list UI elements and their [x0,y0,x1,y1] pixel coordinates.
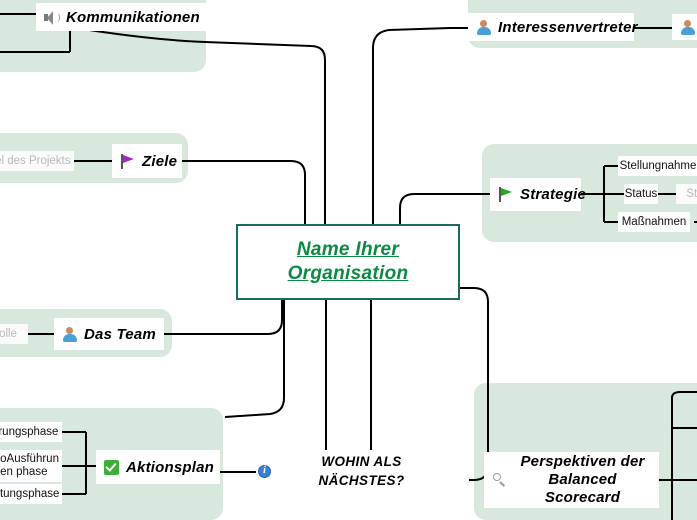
subnode-massnahmen[interactable]: Maßnahmen [618,212,690,232]
node-das-team-label: Das Team [84,325,156,343]
node-kommunikationen-label: Kommunikationen [66,8,200,26]
subnode-das-team-rolle[interactable]: olle [0,324,28,344]
root-label-line1: Name Ihrer [296,239,400,260]
node-interessenvertreter-child-clipped[interactable] [672,14,697,40]
person-icon [476,19,491,35]
node-kommunikationen[interactable]: Kommunikationen [36,3,206,31]
subnode-status-child[interactable]: Sta [676,184,697,204]
node-interessenvertreter-label: Interessenvertreter [498,18,638,36]
subnode-stellungnahme[interactable]: Stellungnahme [618,156,697,176]
person-icon [62,326,77,342]
next-steps-line2: NÄCHSTES? [318,473,405,488]
node-ziele[interactable]: Ziele [112,144,182,178]
node-balanced-scorecard[interactable]: Perspektiven der Balanced Scorecard [484,452,659,508]
node-aktionsplan[interactable]: Aktionsplan [96,450,220,484]
info-icon[interactable] [258,465,271,478]
subnode-status[interactable]: Status [624,184,658,204]
speaker-icon [44,10,60,25]
root-label-line2: Organisation [287,263,409,284]
subnode-aktionsplan-3[interactable]: haltungsphase [0,484,62,504]
node-strategie-label: Strategie [520,186,586,203]
node-aktionsplan-label: Aktionsplan [126,458,215,476]
magnifier-icon [492,472,507,488]
node-balanced-scorecard-label: Perspektiven der Balanced Scorecard [520,453,645,506]
node-ziele-label: Ziele [142,152,178,170]
node-das-team[interactable]: Das Team [54,318,164,350]
root-node-label: Name Ihrer Organisation [288,238,409,286]
next-steps-text: WOHIN ALS NÄCHSTES? [305,452,418,490]
subnode-ziel-des-projekts[interactable]: Ziel des Projekts [0,151,74,171]
node-strategie[interactable]: Strategie [490,178,586,211]
root-node[interactable]: Name Ihrer Organisation [236,224,460,300]
subnode-aktionsplan-2[interactable]: utioAusführun asen phase [0,450,62,482]
next-steps-line1: WOHIN ALS [321,454,402,469]
checkbox-icon [104,459,119,475]
flag-icon [120,153,135,169]
subnode-aktionsplan-1[interactable]: ührungsphase [0,422,62,442]
person-icon [680,19,695,35]
node-interessenvertreter[interactable]: Interessenvertreter [468,13,638,41]
flag-icon [498,187,513,202]
